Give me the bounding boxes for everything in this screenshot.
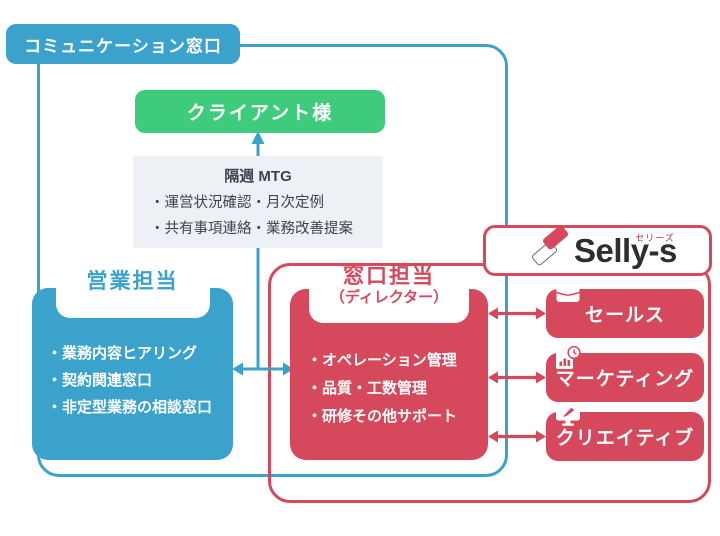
director-title-group: 窓口担当 （ディレクター） xyxy=(290,265,488,308)
list-item: ・運営状況確認・月次定例 xyxy=(150,195,324,211)
list-item: ・契約関連窓口 xyxy=(47,372,153,389)
client-box: クライアント様 xyxy=(135,90,385,133)
team-box-marketing: マーケティング xyxy=(546,345,704,402)
list-item: ・品質・工数管理 xyxy=(307,380,428,397)
diagram-title: コミュニケーション窓口 xyxy=(24,36,222,56)
sales-rep-item-list: ・業務内容ヒアリング ・契約関連窓口 ・非定型業務の相談窓口 xyxy=(47,340,212,421)
team-label: クリエイティブ xyxy=(555,428,695,449)
director-subtitle: （ディレクター） xyxy=(329,289,449,306)
team-box-sales: セールス xyxy=(546,280,704,338)
client-label: クライアント様 xyxy=(186,103,334,124)
team-label: セールス xyxy=(584,305,665,326)
list-item: ・オペレーション管理 xyxy=(307,352,457,369)
sales-rep-title-notch xyxy=(55,288,210,318)
director-box: 窓口担当 （ディレクター） ・オペレーション管理 ・品質・工数管理 ・研修その他… xyxy=(290,265,488,460)
mtg-note: 隔週 MTG ・運営状況確認・月次定例 ・共有事項連絡・業務改善提案 xyxy=(133,156,383,248)
list-item: ・共有事項連絡・業務改善提案 xyxy=(150,221,353,237)
logo-brand-text: Selly-s xyxy=(574,232,677,269)
list-item: ・非定型業務の相談窓口 xyxy=(47,399,213,416)
diagram-title-badge: コミュニケーション窓口 xyxy=(6,24,240,64)
sales-rep-box: 営業担当 ・業務内容ヒアリング ・契約関連窓口 ・非定型業務の相談窓口 xyxy=(32,271,233,460)
sales-rep-title: 営業担当 xyxy=(86,270,179,293)
director-item-list: ・オペレーション管理 ・品質・工数管理 ・研修その他サポート xyxy=(307,347,457,431)
mtg-item-list: ・運営状況確認・月次定例 ・共有事項連絡・業務改善提案 xyxy=(133,190,383,242)
logo-ruby: セリーズ xyxy=(635,233,675,243)
list-item: ・研修その他サポート xyxy=(307,408,458,425)
director-title-notch xyxy=(309,289,469,323)
team-label: マーケティング xyxy=(555,369,695,390)
director-title: 窓口担当 xyxy=(343,265,435,288)
briefcase-icon xyxy=(556,280,580,302)
monitor-pen-icon xyxy=(556,404,580,426)
team-box-creative: クリエイティブ xyxy=(546,404,704,461)
list-item: ・業務内容ヒアリング xyxy=(47,345,198,362)
sellys-logo-box: セリーズ Selly-s xyxy=(483,224,712,276)
mtg-title: 隔週 MTG xyxy=(224,168,292,185)
report-clock-icon xyxy=(556,345,581,369)
